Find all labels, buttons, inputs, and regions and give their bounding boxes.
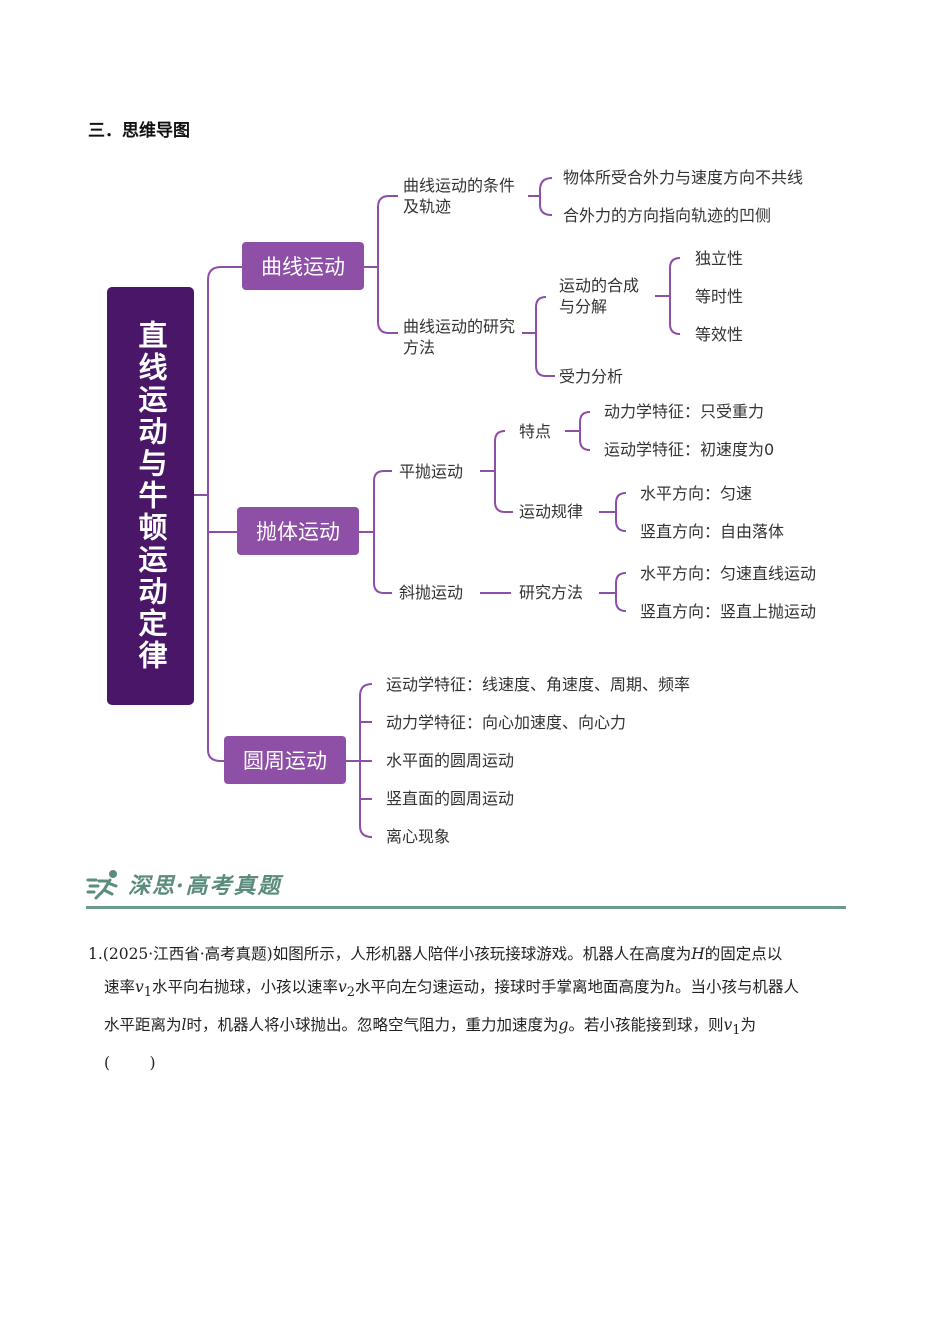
- node-research-horizontal: 水平方向：匀速直线运动: [640, 564, 817, 583]
- node-circular-horizontal: 水平面的圆周运动: [386, 751, 515, 770]
- branch-projectile-motion: 抛体运动: [237, 507, 359, 555]
- node-law-horizontal: 水平方向：匀速: [640, 484, 753, 503]
- var-v1: v: [135, 978, 144, 996]
- node-circular-kinematics: 运动学特征：线速度、角速度、周期、频率: [386, 675, 691, 694]
- banner-title: 深思·高考真题: [128, 873, 282, 899]
- question-1: 1.(2025·江西省·高考真题)如图所示，人形机器人陪伴小孩玩接球游戏。机器人…: [88, 938, 868, 1080]
- question-text-2a: 速率: [104, 978, 136, 996]
- node-equivalence: 等效性: [695, 325, 744, 344]
- var-l: l: [181, 1016, 187, 1035]
- node-circular-vertical: 竖直面的圆周运动: [386, 789, 515, 808]
- node-circular-dynamics: 动力学特征：向心加速度、向心力: [386, 713, 627, 732]
- branch-circular-motion: 圆周运动: [224, 736, 346, 784]
- node-condition-item-1: 物体所受合外力与速度方向不共线: [563, 168, 804, 187]
- root-label: 直线运动与牛顿运动定律: [134, 320, 168, 672]
- node-features: 特点: [519, 422, 552, 441]
- node-horizontal-projectile: 平抛运动: [399, 462, 464, 481]
- var-v1-answer: v: [723, 1016, 733, 1035]
- sub-1-answer: 1: [732, 1023, 741, 1039]
- node-force-analysis: 受力分析: [559, 367, 624, 386]
- root-node: 直线运动与牛顿运动定律: [107, 287, 194, 705]
- node-condition-item-2: 合外力的方向指向轨迹的凹侧: [563, 206, 772, 225]
- banner-divider: [86, 906, 846, 909]
- var-h: h: [665, 978, 675, 996]
- mind-map-connectors: [194, 177, 681, 838]
- branch-curve-label: 曲线运动: [261, 255, 345, 279]
- var-g: g: [558, 1016, 569, 1035]
- node-curve-condition: 曲线运动的条件及轨迹: [403, 176, 516, 216]
- question-source: (2025·江西省·高考真题): [102, 945, 273, 963]
- section-title: 三．思维导图: [88, 121, 190, 141]
- branch-circular-label: 圆周运动: [243, 749, 327, 773]
- answer-blank: ( ): [104, 1054, 156, 1073]
- var-v2: v: [338, 978, 347, 996]
- sub-1: 1: [143, 985, 152, 1001]
- node-research-method: 研究方法: [519, 583, 584, 602]
- question-text-2c: 水平向左匀速运动，接球时手掌离地面高度为: [355, 978, 666, 996]
- branch-curve-motion: 曲线运动: [242, 242, 364, 290]
- node-laws: 运动规律: [519, 502, 584, 521]
- node-independence: 独立性: [695, 249, 744, 268]
- node-research-vertical: 竖直方向：竖直上抛运动: [640, 602, 817, 621]
- question-text-1b: 的固定点以: [704, 945, 783, 963]
- question-text-3a: 水平距离为: [104, 1016, 182, 1035]
- question-number: 1.: [88, 945, 103, 963]
- question-text-2b: 水平向右抛球，小孩以速率: [152, 978, 339, 996]
- var-H: H: [691, 945, 705, 963]
- branch-projectile-label: 抛体运动: [256, 520, 340, 544]
- sub-2: 2: [346, 985, 355, 1001]
- node-law-vertical: 竖直方向：自由落体: [640, 522, 785, 541]
- node-feature-kinematics: 运动学特征：初速度为0: [604, 440, 775, 459]
- question-text-3d: 为: [740, 1016, 756, 1035]
- question-text-2d: 。当小孩与机器人: [675, 978, 800, 996]
- node-feature-dynamics: 动力学特征：只受重力: [604, 402, 765, 421]
- node-centrifugal: 离心现象: [386, 827, 451, 846]
- node-curve-method: 曲线运动的研究方法: [403, 317, 516, 357]
- runner-icon: [86, 870, 118, 900]
- node-composition: 运动的合成与分解: [559, 276, 640, 316]
- question-text-3b: 时，机器人将小球抛出。忽略空气阻力，重力加速度为: [186, 1016, 559, 1035]
- question-text-1: 如图所示，人形机器人陪伴小孩玩接球游戏。机器人在高度为: [272, 945, 692, 963]
- node-simultaneity: 等时性: [695, 287, 744, 306]
- question-text-3c: 。若小孩能接到球，则: [568, 1016, 724, 1035]
- node-oblique-projectile: 斜抛运动: [399, 583, 464, 602]
